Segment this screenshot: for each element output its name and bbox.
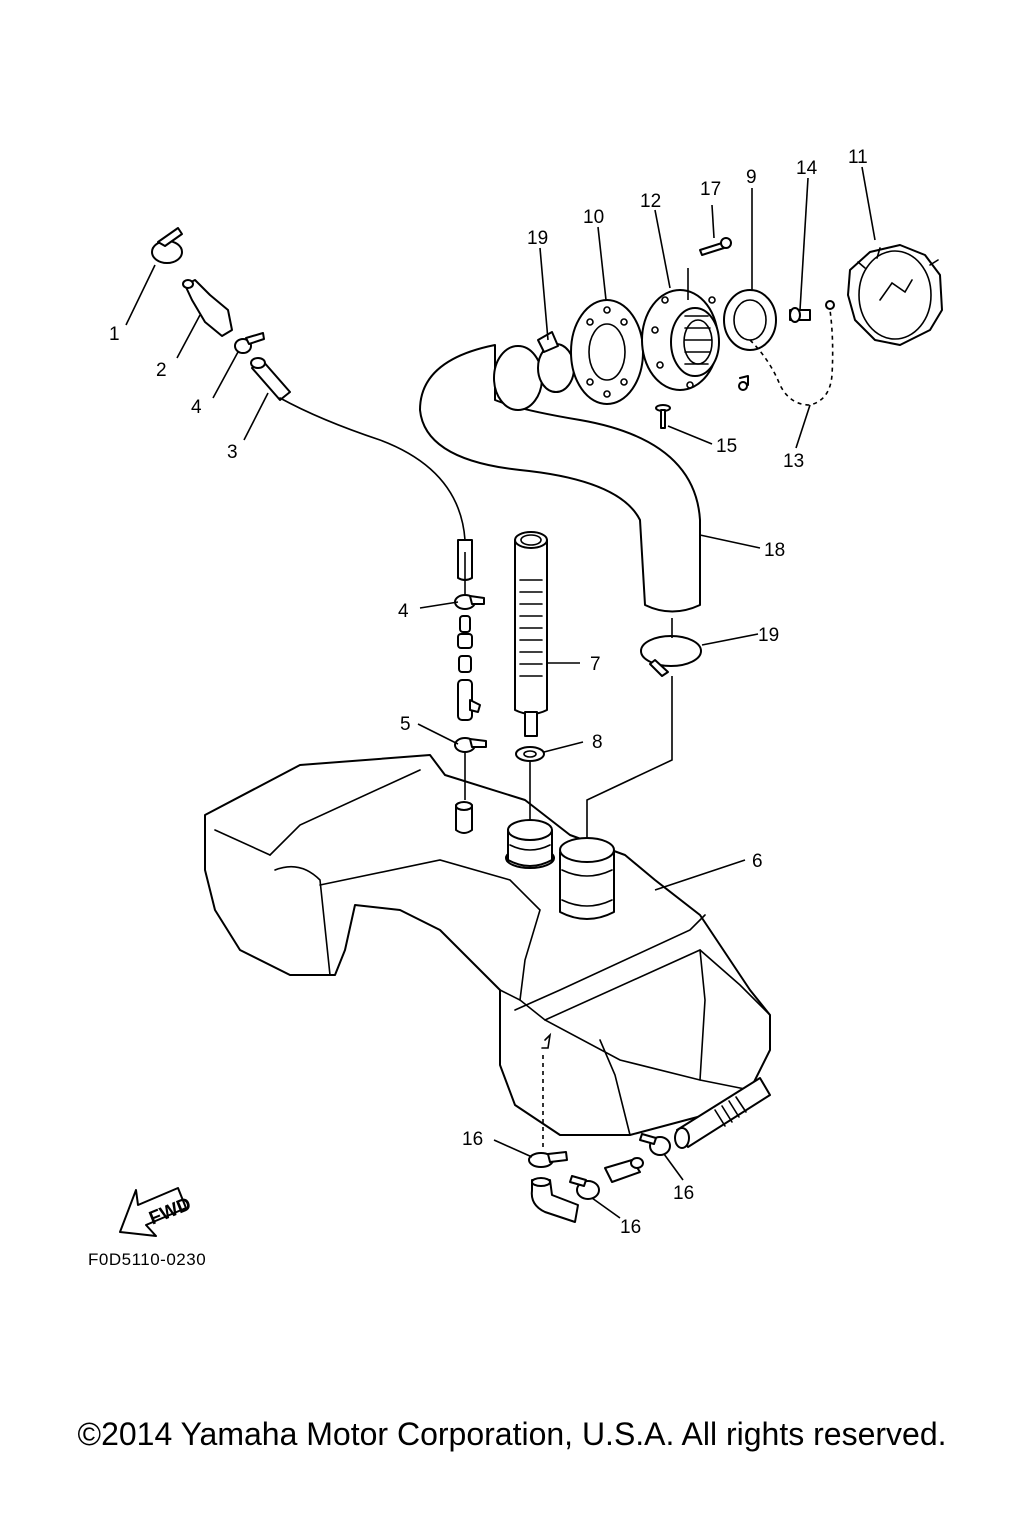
elbow-hose [530,1179,579,1223]
check-valve [457,615,481,721]
callout-17: 17 [700,179,721,200]
callout-13: 13 [783,451,804,472]
screw [699,237,732,256]
callout-4-lower: 4 [398,601,409,622]
gasket [570,299,644,405]
callout-10: 10 [583,207,604,228]
callout-11: 11 [848,147,868,168]
hose-clamp-1 [151,227,183,264]
tank-vent-nipple [455,801,473,834]
fwd-arrow: FWD [119,1187,194,1237]
bolt [789,307,811,323]
cap-ring [723,289,777,351]
callout-4-upper: 4 [191,397,202,418]
copyright-notice: ©2014 Yamaha Motor Corporation, U.S.A. A… [77,1416,947,1452]
hose-clamp-19-upper [493,331,575,411]
callout-14: 14 [796,158,818,179]
filler-neck-flange [641,289,720,391]
hose-clamp-16-middle [569,1175,600,1200]
callout-19-lower: 19 [758,625,779,646]
callout-1: 1 [109,324,120,345]
callout-19-upper: 19 [527,228,548,249]
callout-16-left: 16 [462,1129,483,1150]
hose-clamp-4-lower [454,594,485,610]
callout-15: 15 [716,436,737,457]
callout-12: 12 [640,191,661,212]
hose-clamp-16-left [528,1151,568,1168]
callout-6: 6 [752,851,763,872]
tank-filler-neck [559,837,615,920]
fuel-hose-long [674,1077,771,1149]
fuel-tank-exploded-diagram: FWD 1 2 3 4 4 5 6 7 8 9 [109,147,943,1238]
callout-3: 3 [227,442,238,463]
callout-labels: 1 2 3 4 4 5 6 7 8 9 10 11 12 13 14 15 16… [109,147,868,1238]
callout-9: 9 [746,167,757,188]
hose-clamp-19-lower [640,635,702,677]
hose-clamp-5 [454,737,487,753]
callout-5: 5 [400,714,411,735]
callout-leaders [125,166,876,1219]
callout-8: 8 [592,732,603,753]
hose-joint [604,1157,644,1183]
rivet [655,404,671,429]
vent-valve [182,279,233,337]
callout-16-middle: 16 [620,1217,641,1238]
callout-18: 18 [764,540,785,561]
filler-hose [419,344,701,613]
fuel-filter [514,531,548,737]
tank-filter-neck [505,819,555,869]
callout-16-right: 16 [673,1183,694,1204]
fuel-tank [204,754,771,1136]
fuel-cap [847,244,943,346]
hose-clamp-16-right [639,1133,671,1156]
diagram-code: F0D5110-0230 [88,1250,207,1269]
callout-7: 7 [590,654,601,675]
tank-drain-fitting [541,1032,552,1150]
hose-clamp-4-upper [234,332,265,354]
callout-2: 2 [156,360,167,381]
chain-tab [738,375,749,391]
filter-washer [515,746,545,762]
cap-chain [749,300,835,406]
